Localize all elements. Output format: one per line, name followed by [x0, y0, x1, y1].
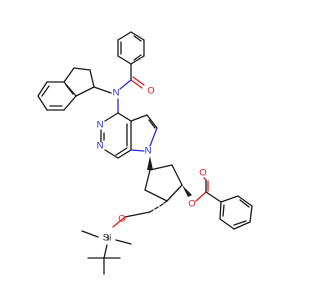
cyclopentane-ring: [144, 156, 183, 202]
bond-aromatic-inner: [65, 84, 74, 95]
pyrimidine-nitrogen-bottom-label: N: [97, 141, 104, 152]
bond: [146, 114, 158, 129]
bond: [205, 191, 222, 203]
bond-aromatic-inner: [222, 204, 225, 217]
bond-aromatic-inner: [41, 85, 50, 97]
tbs-group: [81, 230, 132, 275]
wedge-bond: [147, 156, 153, 170]
bond-double-co: [132, 76, 145, 86]
bond-si-methyl: [81, 230, 99, 238]
bond: [219, 201, 222, 220]
bond: [63, 95, 77, 111]
bond-aromatic-inner: [148, 119, 156, 129]
bond: [130, 31, 145, 41]
bond: [149, 127, 158, 147]
bond-aromatic-inner: [133, 54, 142, 61]
bond: [163, 200, 168, 204]
bond: [104, 149, 119, 159]
bond-aromatic-inner: [233, 220, 247, 226]
bond-si-methyl: [115, 239, 132, 245]
amide-oxygen-label: O: [147, 86, 154, 97]
wedge-bond: [182, 185, 192, 197]
bond: [130, 114, 148, 122]
bond: [93, 86, 112, 94]
ester-carbonyl-oxygen-label: O: [199, 168, 206, 179]
benzoyl-phenyl-ring: [117, 31, 145, 65]
bond: [220, 195, 239, 203]
pyrrole-nitrogen-label: N: [145, 146, 152, 157]
bond-aromatic-inner: [133, 35, 142, 42]
bond: [237, 195, 253, 207]
silicon-label: Si: [103, 233, 111, 244]
silyl-ether-chain: [107, 200, 168, 241]
pyrrolopyrimidine-core: [100, 98, 158, 159]
bond: [249, 205, 253, 223]
bond: [233, 221, 251, 230]
bond: [171, 164, 183, 186]
bond: [124, 213, 141, 218]
bond: [117, 55, 132, 65]
bond: [117, 112, 132, 122]
indane-group: [37, 67, 112, 111]
bond: [139, 211, 151, 215]
bond-aromatic-inner: [239, 199, 250, 208]
bond-hash: [154, 206, 159, 210]
bond: [130, 149, 145, 152]
bond-c-n: [119, 79, 132, 90]
bond-double-co: [130, 79, 143, 89]
bond: [149, 164, 173, 171]
molecule-structure-diagram: O N N N: [0, 0, 300, 300]
bond: [203, 177, 207, 181]
benzoate-ester: [182, 177, 253, 230]
bond: [219, 218, 235, 230]
bond: [117, 149, 132, 159]
pyrimidine-nitrogen-top-label: N: [97, 120, 104, 131]
bond: [89, 69, 95, 88]
bond: [117, 31, 132, 41]
bond: [144, 169, 151, 191]
bond: [63, 81, 77, 97]
molecule-svg: O N N N: [0, 0, 300, 300]
bond-aromatic-inner: [115, 147, 128, 156]
bond-hash: [159, 203, 164, 207]
ester-link-oxygen-label: O: [188, 199, 195, 210]
bond: [75, 86, 95, 97]
bond: [195, 191, 207, 202]
silyl-ether-oxygen-label: O: [118, 214, 125, 225]
bond: [63, 67, 75, 83]
bond: [37, 95, 48, 111]
bond-si-c: [103, 244, 108, 259]
background: [0, 0, 300, 300]
bond: [73, 67, 91, 71]
amide-carbonyl: [119, 63, 145, 90]
bond: [166, 184, 183, 202]
amide-nitrogen-label: N: [113, 88, 120, 99]
bond: [130, 55, 145, 65]
bond: [104, 112, 119, 122]
bond: [37, 81, 48, 97]
bond: [112, 216, 126, 228]
bond: [144, 189, 168, 202]
